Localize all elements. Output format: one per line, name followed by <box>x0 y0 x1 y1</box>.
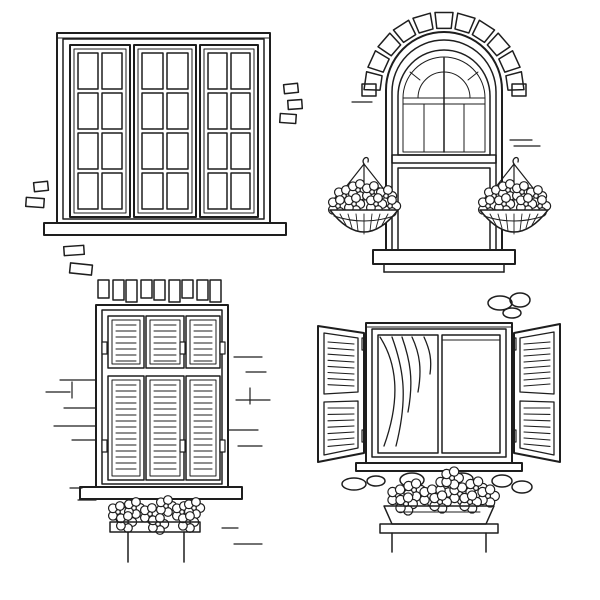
brick-arch <box>361 11 527 97</box>
flower-box <box>107 495 206 535</box>
hanging-flower-basket <box>477 156 552 235</box>
brick-lintel <box>97 279 222 303</box>
triple-window-icon <box>24 32 304 276</box>
brick-decoration <box>24 82 304 276</box>
hanging-flower-basket <box>327 156 402 235</box>
shuttered-window-icon <box>45 279 271 563</box>
wall-lines <box>45 356 271 545</box>
arched-window-icon <box>327 11 552 273</box>
open-window-icon <box>317 292 561 553</box>
